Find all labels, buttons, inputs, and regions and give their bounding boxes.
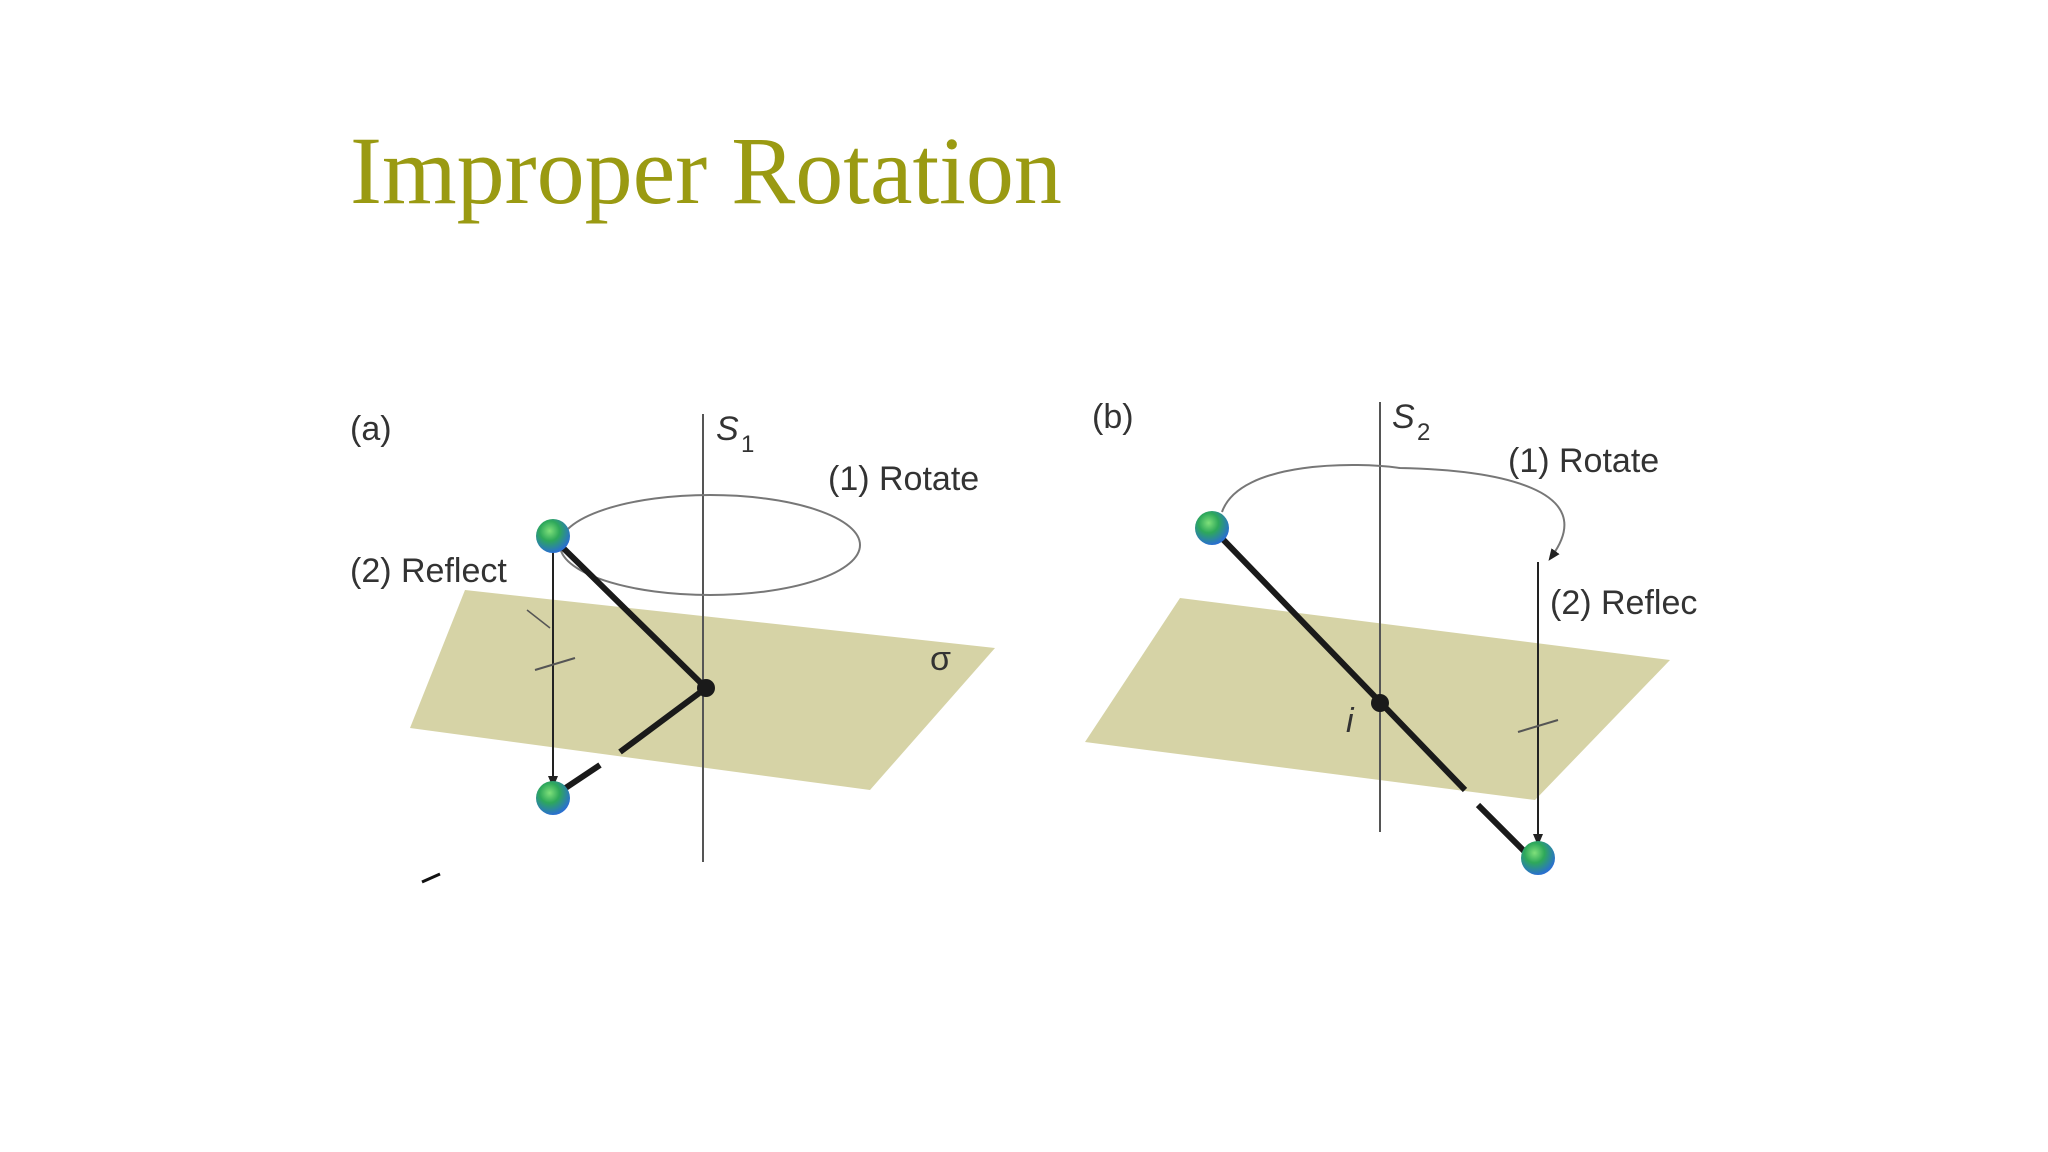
panel-label-b: (b) bbox=[1092, 398, 1134, 436]
rotation-circle-a bbox=[559, 494, 861, 596]
atom-top-a bbox=[536, 519, 570, 553]
bond-end-b bbox=[1475, 802, 1528, 855]
reflect-label-a: (2) Reflect bbox=[350, 552, 507, 590]
reflect-label-b: (2) Reflec bbox=[1550, 584, 1697, 622]
atom-bottom-a bbox=[536, 781, 570, 815]
plane-cross-a bbox=[534, 657, 576, 671]
rotate-label-a: (1) Rotate bbox=[828, 460, 979, 498]
atom-bottom-b bbox=[1521, 841, 1555, 875]
center-dot-a bbox=[697, 679, 715, 697]
axis-label-b: S bbox=[1392, 398, 1415, 436]
axis-label-a: S bbox=[716, 410, 739, 448]
diagram-b: (b) S 2 (1) Rotate (2) Reflec i bbox=[1085, 398, 1697, 875]
atom-top-b bbox=[1195, 511, 1229, 545]
diagram-a: (a) S 1 (1) Rotate (2) Reflect σ bbox=[350, 410, 995, 884]
bond-upper-a bbox=[552, 537, 709, 691]
center-dot-b bbox=[1371, 694, 1389, 712]
stray-mark bbox=[421, 872, 441, 884]
plane-symbol-a: σ bbox=[930, 640, 951, 678]
axis-subscript-a: 1 bbox=[741, 431, 754, 458]
bond-lower-a bbox=[618, 685, 708, 755]
slide-title: Improper Rotation bbox=[350, 117, 1062, 224]
bond-main-b bbox=[1209, 525, 1468, 793]
panel-label-a: (a) bbox=[350, 410, 392, 448]
plane-cross-b bbox=[1517, 719, 1559, 733]
rotation-arc-b bbox=[1221, 464, 1566, 561]
center-symbol-b: i bbox=[1346, 702, 1355, 740]
reflect-pointer-a bbox=[526, 609, 551, 629]
axis-subscript-b: 2 bbox=[1417, 419, 1430, 446]
rotate-label-b: (1) Rotate bbox=[1508, 442, 1659, 480]
